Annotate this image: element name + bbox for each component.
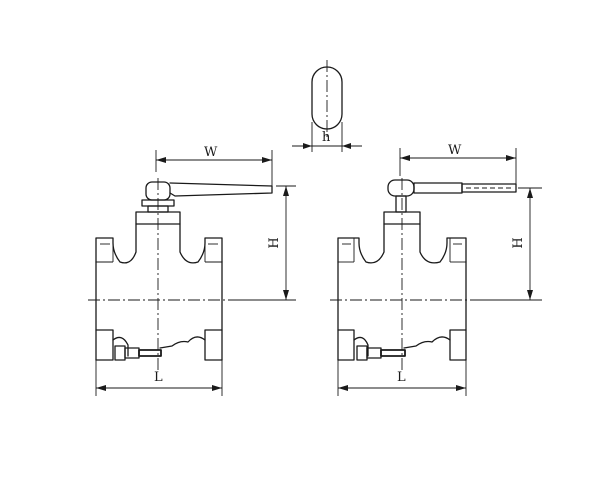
left-h-label: H — [267, 237, 282, 248]
left-l-label: L — [154, 370, 163, 385]
left-lever-handle — [169, 182, 273, 197]
right-body-lower-left — [353, 336, 369, 357]
right-body-upper-left — [337, 223, 385, 264]
right-w-arrow-right — [506, 155, 516, 161]
right-w-label: W — [448, 143, 462, 158]
left-adjust-screw-plate — [138, 349, 162, 357]
right-adjust-screw-head — [356, 345, 368, 361]
right-adjust-screw-body — [366, 347, 382, 359]
right-w-arrow-left — [400, 155, 410, 161]
right-l-label: L — [397, 370, 406, 385]
left-l-arrow-right — [212, 385, 222, 391]
right-h-label: H — [511, 237, 526, 248]
right-l-arrow-left — [338, 385, 348, 391]
left-l-arrow-left — [96, 385, 106, 391]
left-h-arrow-bottom — [283, 290, 289, 300]
right-flange-lower-left — [337, 329, 355, 361]
left-valve: W H — [88, 145, 296, 396]
left-adjust-screw-body — [124, 347, 140, 359]
right-valve: W H — [330, 143, 542, 396]
right-h-arrow-top — [527, 188, 533, 198]
h-label: h — [322, 130, 331, 145]
h-arrow-right — [342, 143, 351, 149]
right-handle-extension — [461, 183, 517, 193]
left-body-upper-right — [179, 223, 223, 264]
right-body-lower-right — [403, 336, 451, 349]
right-handle-head — [387, 179, 415, 197]
left-w-label: W — [204, 145, 218, 160]
right-l-arrow-right — [456, 385, 466, 391]
left-flange-lower-right — [204, 329, 223, 361]
left-flange-lower-left — [95, 329, 114, 361]
left-w-arrow-left — [156, 157, 166, 163]
right-stem — [395, 195, 407, 213]
right-handle-sleeve — [413, 182, 463, 194]
left-w-arrow-right — [262, 157, 272, 163]
left-adjust-screw-head — [114, 345, 126, 361]
right-body-upper-right — [419, 223, 467, 264]
left-h-arrow-top — [283, 186, 289, 196]
left-body-upper-left — [95, 223, 137, 264]
left-body-lower-left — [112, 336, 129, 357]
h-arrow-left — [303, 143, 312, 149]
right-h-arrow-bottom — [527, 290, 533, 300]
left-body-lower-right — [159, 336, 206, 349]
right-adjust-screw-plate — [380, 349, 406, 357]
right-flange-lower-right — [449, 329, 467, 361]
handle-detail: h — [292, 60, 362, 152]
